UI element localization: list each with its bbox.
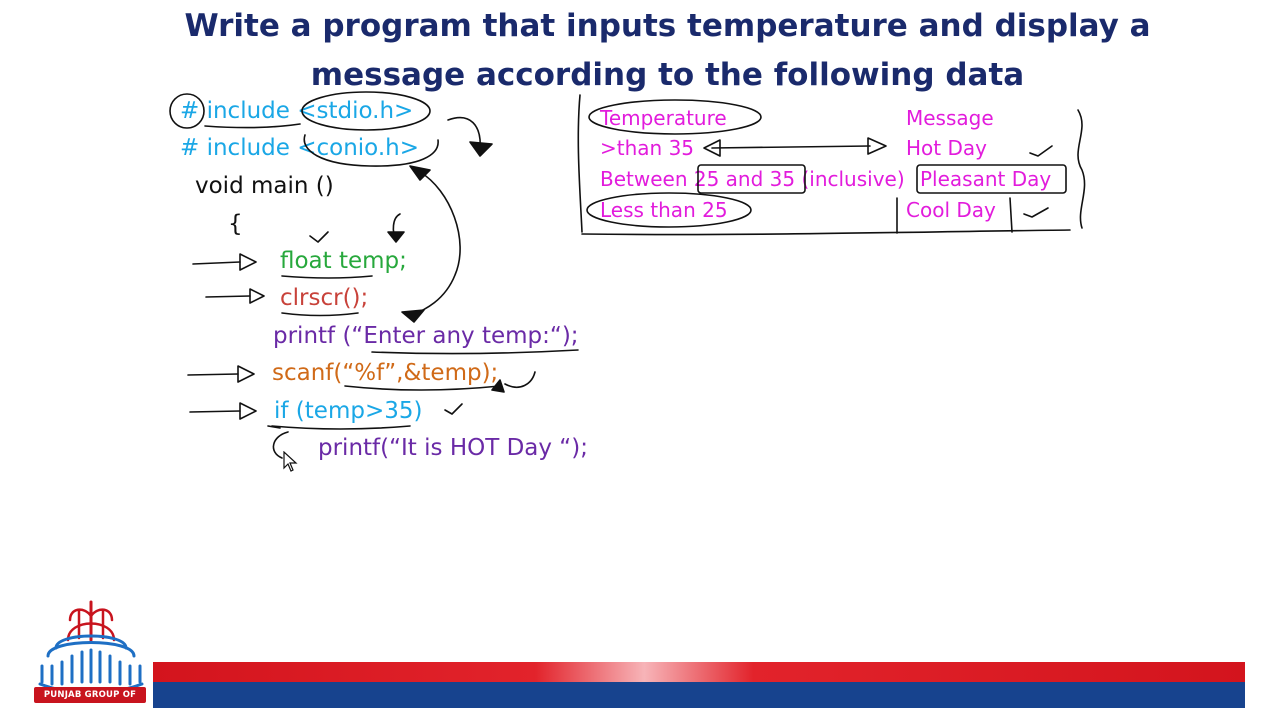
ink-arrow-right-top	[447, 116, 481, 151]
code-line-include-stdio: # include <stdio.h>	[180, 98, 414, 124]
ink-arrow-float	[192, 261, 241, 265]
ink-small-arrow	[392, 213, 401, 241]
ink-table-left	[577, 94, 583, 233]
code-line-scanf: scanf(“%f”,&temp);	[272, 360, 499, 386]
code-line-if: if (temp>35)	[274, 398, 423, 424]
code-line-include-conio: # include <conio.h>	[180, 135, 420, 161]
table-header-message: Message	[906, 106, 994, 130]
table-row-1-condition: >than 35	[600, 136, 695, 160]
code-line-printf-hot: printf(“It is HOT Day “);	[318, 435, 588, 461]
title-line-2: message according to the following data	[310, 57, 1025, 93]
logo-text: PUNJAB GROUP OF COLLEGES	[34, 687, 146, 716]
ink-arrow-scanf	[187, 373, 239, 376]
ink-arrow-clrscr	[205, 295, 251, 298]
code-line-open-brace: {	[228, 211, 243, 237]
ink-table-right	[1077, 109, 1086, 229]
ink-underline-float	[281, 275, 373, 279]
table-row-3-message: Cool Day	[906, 198, 996, 222]
table-row-2-message: Pleasant Day	[920, 167, 1052, 191]
code-line-printf-enter: printf (“Enter any temp:“);	[273, 323, 579, 349]
ink-underline-clrscr	[281, 312, 359, 317]
code-line-clrscr: clrscr();	[280, 285, 369, 311]
code-line-float-temp: float temp;	[280, 248, 407, 274]
code-line-void-main: void main ()	[195, 173, 334, 199]
ink-arrow-if	[189, 410, 241, 413]
ink-arrow-table	[711, 145, 871, 149]
ink-curve-conio-clrscr	[409, 171, 461, 317]
slide-title: Write a program that inputs temperature …	[140, 2, 1195, 100]
footer-band-red	[153, 662, 1245, 682]
footer-band-blue	[153, 682, 1245, 708]
title-line-1: Write a program that inputs temperature …	[184, 8, 1151, 44]
ink-underline-if	[271, 425, 411, 430]
table-row-3-condition: Less than 25	[600, 198, 728, 222]
cursor-icon	[283, 451, 298, 472]
table-header-temperature: Temperature	[600, 106, 727, 130]
ink-table-bottom	[581, 229, 1071, 236]
table-row-1-message: Hot Day	[906, 136, 987, 160]
table-row-2-condition: Between 25 and 35 (inclusive)	[600, 167, 905, 191]
